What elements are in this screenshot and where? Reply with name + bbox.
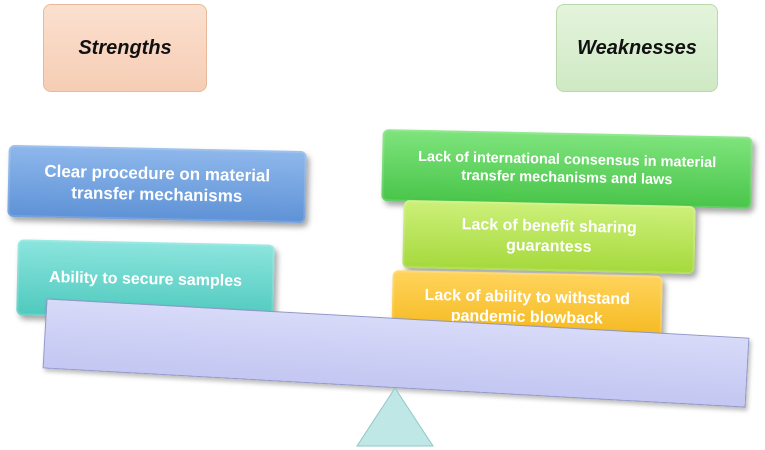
weakness-2-line-2: guarantess <box>505 237 592 256</box>
weaknesses-header: Weaknesses <box>556 4 718 92</box>
weaknesses-header-label: Weaknesses <box>577 36 697 59</box>
fulcrum-triangle <box>356 387 434 447</box>
strength-tile-clear-procedure: Clear procedure on material transfer mec… <box>7 144 307 224</box>
weakness-tile-international-consensus: Lack of international consensus in mater… <box>381 129 753 209</box>
strength-2-line-1: Ability to secure samples <box>48 268 243 291</box>
strength-1-line-2: transfer mechanisms <box>71 183 243 206</box>
strengths-header: Strengths <box>43 4 207 92</box>
weakness-tile-benefit-sharing: Lack of benefit sharing guarantess <box>402 199 696 275</box>
weakness-2-line-1: Lack of benefit sharing <box>461 216 637 237</box>
strengths-header-label: Strengths <box>78 36 172 59</box>
